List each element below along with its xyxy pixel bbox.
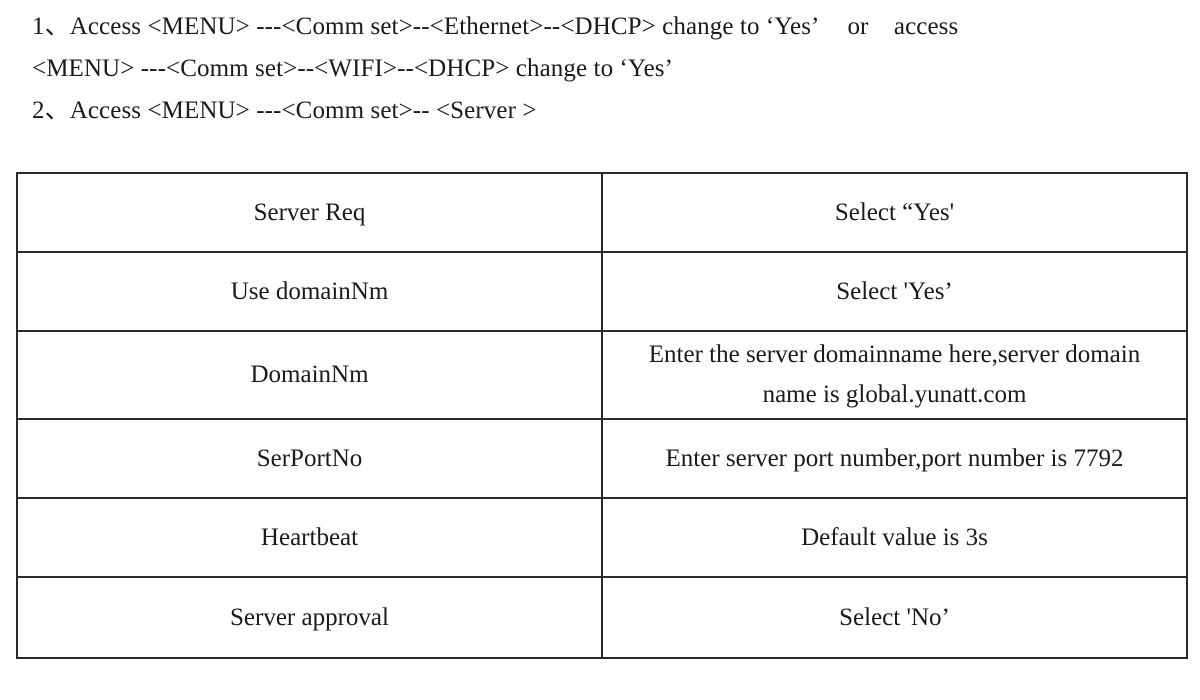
step-1-tail: or access xyxy=(847,13,959,40)
setting-name-cell: Heartbeat xyxy=(18,499,603,578)
table-row: Heartbeat Default value is 3s xyxy=(18,499,1186,578)
setting-value-cell: Select 'Yes’ xyxy=(603,253,1186,332)
setting-value-cell: Select 'No’ xyxy=(839,603,950,631)
setting-value-cell: Enter server port number,port number is … xyxy=(603,420,1186,499)
server-settings-table: Server Req Select “Yes' Use domainNm Sel… xyxy=(16,172,1188,659)
instructions-block: 1、Access <MENU> ---<Comm set>--<Ethernet… xyxy=(32,6,1182,132)
table-row: Server Req Select “Yes' xyxy=(18,174,1186,253)
table-row: Use domainNm Select 'Yes’ xyxy=(18,253,1186,332)
setting-name-cell: Server Req xyxy=(18,174,603,253)
table-row: SerPortNo Enter server port number,port … xyxy=(18,420,1186,499)
setting-name-cell: Use domainNm xyxy=(18,253,603,332)
step-2-line: 2、Access <MENU> ---<Comm set>-- <Server … xyxy=(32,97,537,124)
setting-value-cell: Enter the server domainname here,server … xyxy=(603,332,1186,420)
setting-name-cell: DomainNm xyxy=(18,332,603,420)
table-row: Server approval Select 'No’ xyxy=(18,578,1186,657)
step-1-text: 1、Access <MENU> ---<Comm set>--<Ethernet… xyxy=(32,13,820,40)
step-1-line-2: <MENU> ---<Comm set>--<WIFI>--<DHCP> cha… xyxy=(32,55,674,82)
setting-name-cell: SerPortNo xyxy=(18,420,603,499)
step-1-line-1: 1、Access <MENU> ---<Comm set>--<Ethernet… xyxy=(32,6,1182,48)
table-row: DomainNm Enter the server domainname her… xyxy=(18,332,1186,420)
setting-value-cell: Select “Yes' xyxy=(603,174,1186,253)
setting-name-cell: Server approval xyxy=(18,578,603,657)
setting-value-cell: Default value is 3s xyxy=(603,499,1186,578)
